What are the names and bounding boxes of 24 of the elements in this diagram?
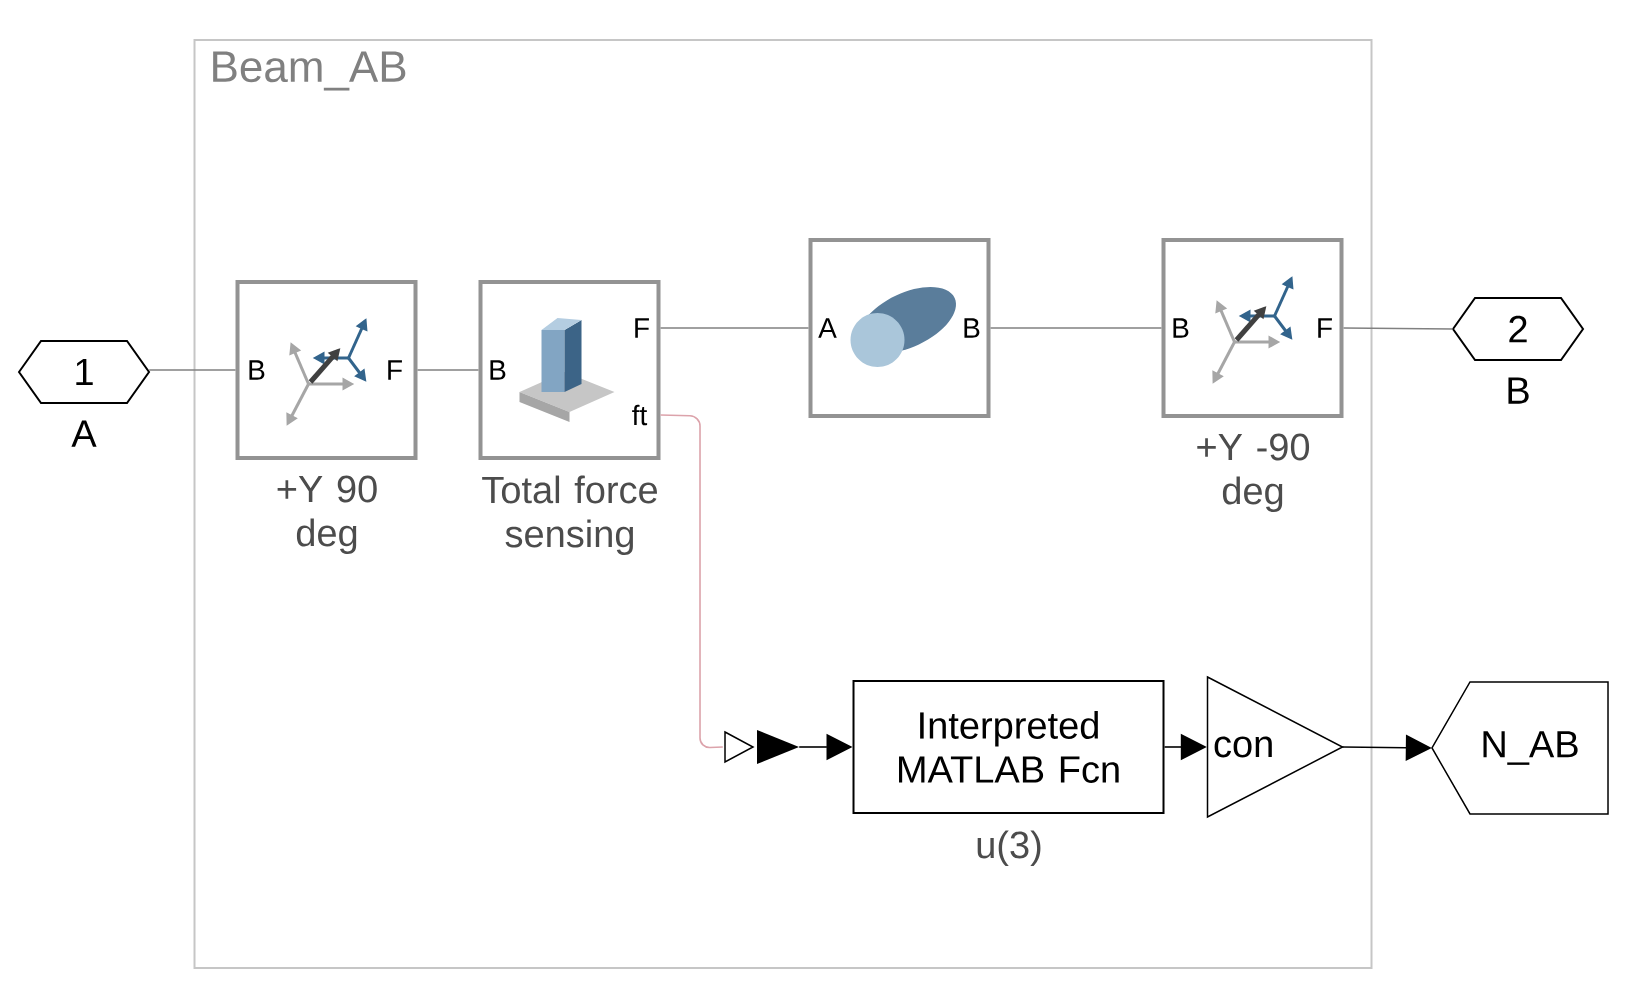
port-letter: B [1173,318,1189,338]
connector-line [989,327,1163,329]
subsystem-title: Beam_AB [213,51,406,91]
connector-line [1342,327,1454,330]
block-label: Total force sensing [482,475,657,555]
port-letter: B [249,360,265,380]
connector-line [148,369,237,371]
converter-drawing [724,730,799,764]
port-letter: F [388,360,402,380]
connector-line [659,327,810,329]
port-label: B [1508,377,1529,404]
connector-line [416,369,480,371]
function-box: Interpreted MATLAB Fcn [852,680,1165,814]
port-letter: A [818,318,837,338]
goto-tag: N_AB [1431,681,1609,815]
port-label: A [71,420,97,447]
port-letter: B [490,360,506,380]
port-letter: F [635,318,649,338]
block-label: +Y 90 deg [277,475,377,554]
port-letter: ft [632,404,648,426]
port-letter: B [964,318,980,338]
block-label: u(3) [977,830,1041,866]
block-label: +Y -90 deg [1197,433,1310,512]
port-letter: F [1318,318,1332,338]
